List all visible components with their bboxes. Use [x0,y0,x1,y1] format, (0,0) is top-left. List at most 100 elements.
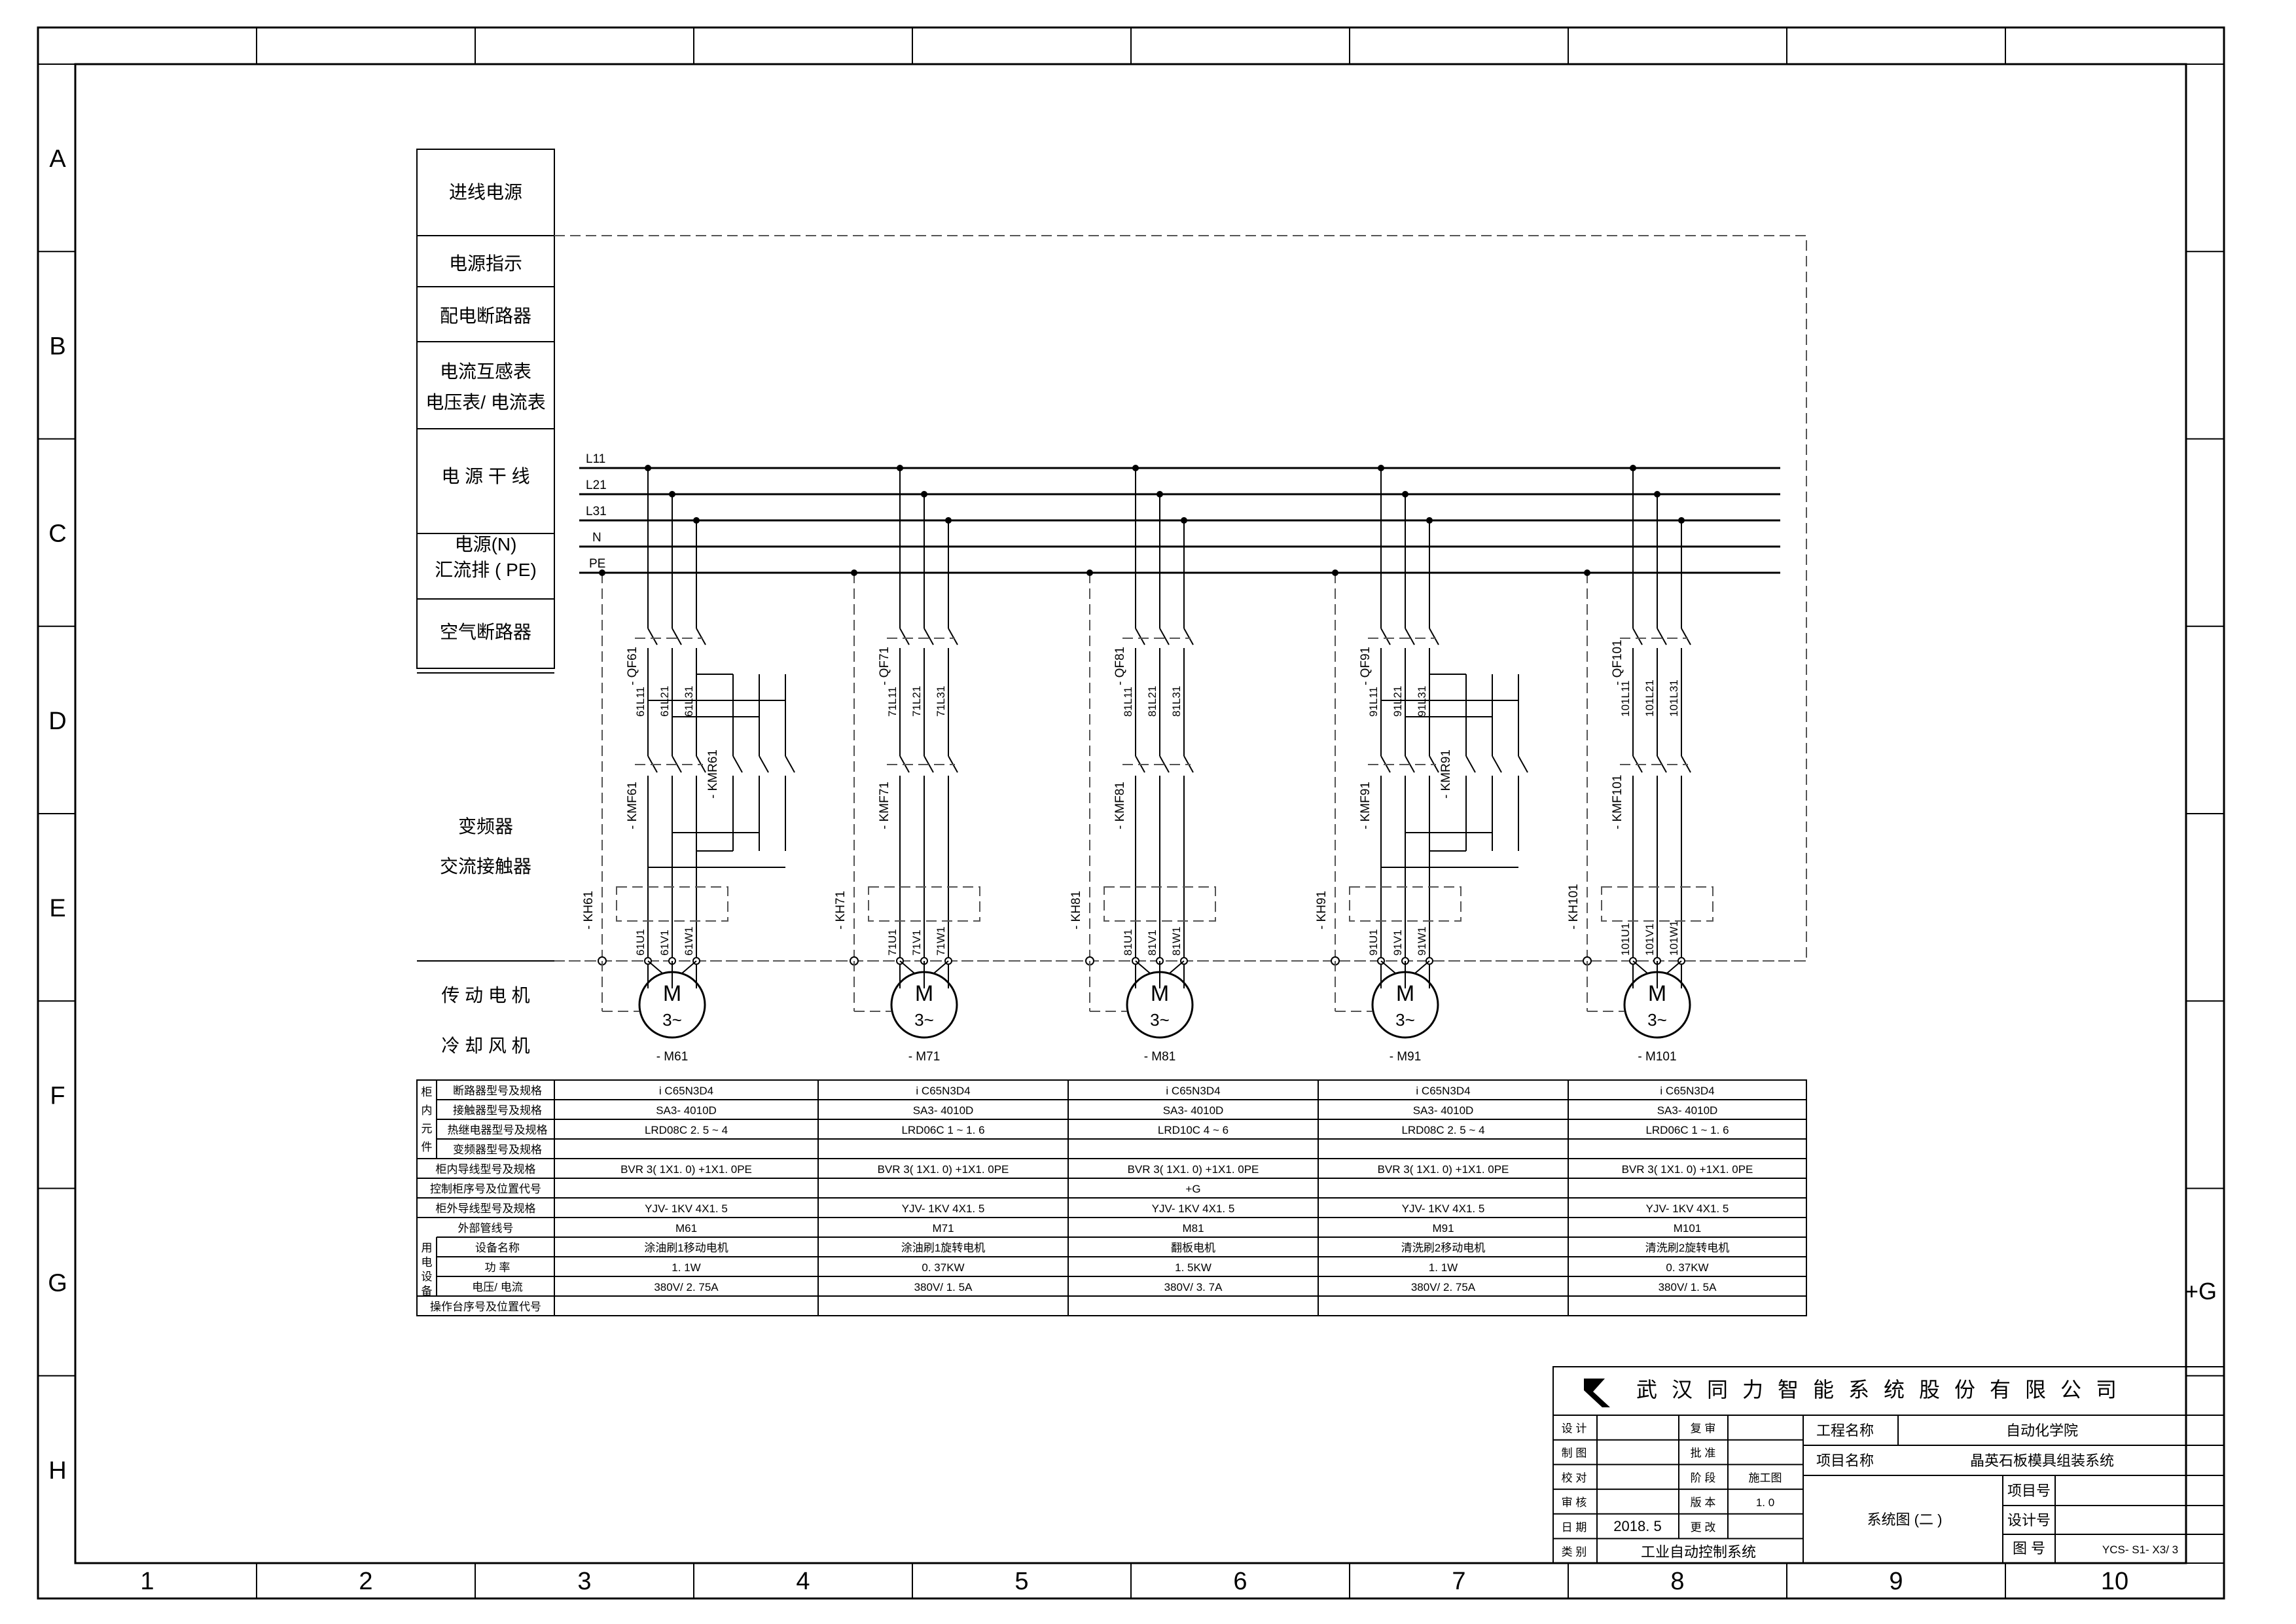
bus-label-pe: PE [589,557,605,571]
table-row-label: 接触器型号及规格 [453,1104,542,1117]
terminal-label: 71U1 [886,929,899,956]
inner-border [74,63,2187,1564]
terminal-label: 91W1 [1416,927,1428,956]
row-letter: D [48,708,66,735]
table-cell: 380V/ 2. 75A [1411,1281,1476,1293]
table-cell: i C65N3D4 [1660,1085,1714,1097]
table-cell: 翻板电机 [1171,1242,1215,1254]
table-cell: BVR 3( 1X1. 0) +1X1. 0PE [1622,1163,1753,1176]
column-number-bottom: 8 [1670,1568,1684,1595]
label-ct-line2: 电压表/ 电流表 [425,392,546,412]
table-cell: YJV- 1KV 4X1. 5 [645,1202,728,1215]
table-cell: M101 [1674,1222,1702,1235]
table-cell: 涂油刷1移动电机 [644,1242,728,1254]
drawing-no: YCS- S1- X3/ 3 [2102,1543,2178,1556]
table-group-cabinet: 内 [422,1104,433,1117]
bus-bars: L11 L21 L31 N PE [579,452,1780,574]
table-group-equipment: 用 [422,1242,433,1254]
label-contactor: 交流接触器 [440,856,531,876]
terminal-label: 81W1 [1170,927,1183,956]
table-cell: LRD10C 4 ~ 6 [1158,1124,1229,1136]
table-row-label: 控制柜序号及位置代号 [430,1183,541,1195]
breaker-tag: - QF81 [1113,647,1127,685]
motor-letter: M [1648,981,1666,1006]
table-cell: 380V/ 1. 5A [1659,1281,1717,1293]
table-row-label: 断路器型号及规格 [453,1085,542,1097]
overload-relay [1103,886,1216,922]
table-group-cabinet: 件 [422,1141,433,1153]
motor-symbol [638,971,706,1039]
column-number-bottom: 5 [1014,1568,1028,1595]
ground-tag: +G [2185,1278,2217,1305]
tb-mid-label: 更 改 [1691,1521,1716,1534]
overload-relay [616,886,728,922]
motor-tag: - M81 [1144,1050,1176,1064]
wire-label: 101L31 [1668,679,1680,717]
table-group-cabinet: 柜 [422,1086,433,1098]
column-number-bottom: 7 [1452,1568,1465,1595]
table-cell: 0. 37KW [1666,1261,1708,1274]
row-letter: B [49,333,65,360]
table-cell: +G [1185,1183,1200,1195]
wire-label: 81L21 [1146,686,1158,717]
breaker-tag: - QF61 [626,647,639,685]
table-row-label: 电压/ 电流 [472,1281,522,1293]
motor-tag: - M91 [1390,1050,1422,1064]
motor-phase: 3~ [662,1010,682,1030]
tb-mid-label: 版 本 [1691,1496,1716,1509]
column-number-bottom: 10 [2101,1568,2128,1595]
label-main-bus: 电 源 干 线 [441,466,529,486]
table-cell: 380V/ 1. 5A [914,1281,973,1293]
tb-left-label: 设 计 [1562,1422,1587,1435]
company-name: 武汉同力智能系统股份有限公司 [1636,1378,2131,1401]
table-cell: 涂油刷1旋转电机 [901,1242,985,1254]
wire-label: 101L21 [1643,679,1656,717]
terminal-label: 61V1 [658,929,671,956]
table-cell: i C65N3D4 [659,1085,713,1097]
table-cell: BVR 3( 1X1. 0) +1X1. 0PE [620,1163,752,1176]
motor-letter: M [663,981,681,1006]
reverse-contactor-tag: - KMR61 [706,749,720,799]
table-cell: 清洗刷2旋转电机 [1645,1242,1729,1254]
tb-mid-label: 复 审 [1691,1422,1716,1435]
relay-tag: - KH61 [582,891,596,929]
wire-label: 91L21 [1391,686,1404,717]
label-air-breaker: 空气断路器 [440,622,531,642]
column-number-bottom: 2 [359,1568,372,1595]
table-cell: 0. 37KW [922,1261,964,1274]
wire-label: 91L11 [1367,687,1380,717]
tb-left-label: 类 别 [1562,1546,1587,1559]
table-cell: 1. 1W [672,1261,700,1274]
overload-relay [1349,886,1462,922]
table-cell: SA3- 4010D [1163,1104,1224,1117]
wire-label: 61L31 [683,686,695,717]
column-number-bottom: 3 [577,1568,591,1595]
table-cell: SA3- 4010D [656,1104,717,1117]
motor-letter: M [1151,981,1169,1006]
tb-mid-label: 批 准 [1691,1447,1716,1460]
breaker-tag: - QF101 [1611,640,1624,685]
motor-phase: 3~ [914,1010,934,1030]
bus-label-l11: L11 [586,452,605,466]
wire-label: 71L11 [886,687,899,717]
motor-symbol [1623,971,1691,1039]
table-cell: M71 [932,1222,954,1235]
relay-tag: - KH81 [1069,891,1083,929]
tb-left-label: 日 期 [1562,1521,1587,1534]
contactor-tag: - KMF81 [1113,782,1127,829]
column-number-bottom: 9 [1889,1568,1903,1595]
motor-tag: - M101 [1638,1050,1676,1064]
terminal-label: 61W1 [683,927,695,956]
table-cell: YJV- 1KV 4X1. 5 [1402,1202,1485,1215]
table-cell: i C65N3D4 [916,1085,970,1097]
project-name: 自动化学院 [2006,1422,2078,1439]
table-row-label: 外部管线号 [458,1222,514,1235]
terminal-label: 71V1 [910,929,923,956]
wire-label: 61L21 [658,686,671,717]
table-group-equipment: 备 [422,1285,433,1297]
